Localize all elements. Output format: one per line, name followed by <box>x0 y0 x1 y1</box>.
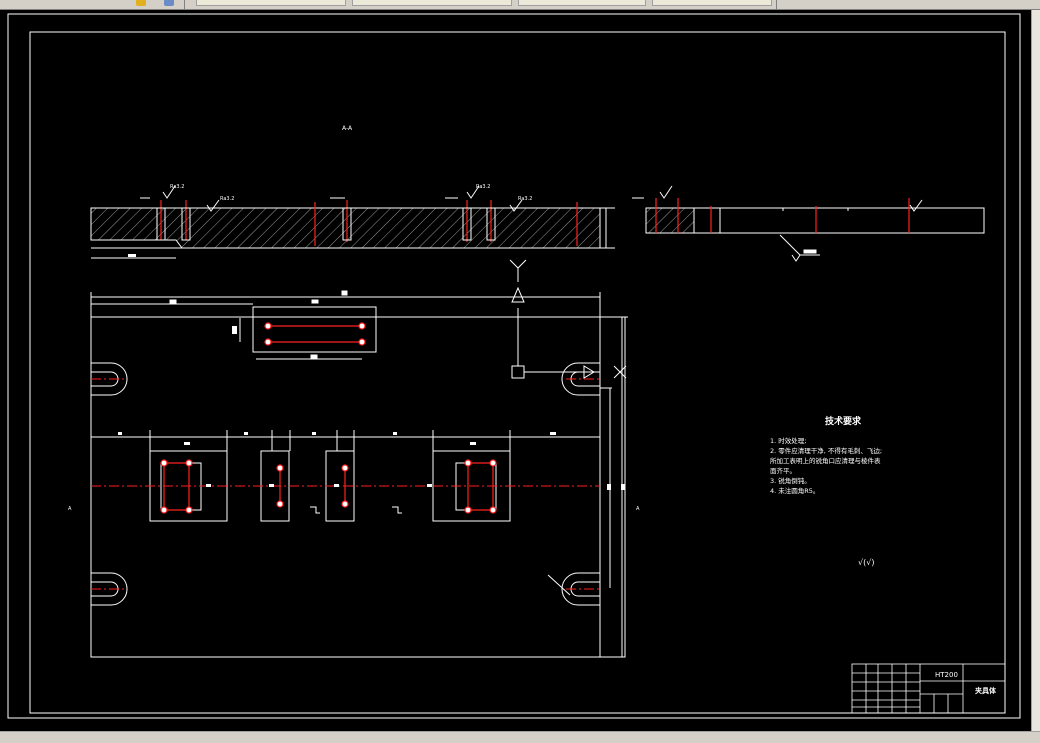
view-label-left: A <box>68 506 72 512</box>
tech-line: 1. 时效处理; <box>770 436 806 445</box>
plotstyle-dropdown[interactable] <box>652 0 772 6</box>
horizontal-scrollbar[interactable] <box>0 731 1040 743</box>
roughness-label: Ra3.2 <box>518 196 532 202</box>
color-dropdown[interactable] <box>352 0 512 6</box>
holes <box>163 325 494 511</box>
roughness-label: Ra3.2 <box>476 184 490 190</box>
view-label-right: A <box>636 506 640 512</box>
drawing-viewport[interactable]: A-A <box>0 10 1031 731</box>
outer-frame <box>7 13 1021 719</box>
cube-icon[interactable] <box>164 0 174 6</box>
tech-line: 3. 锐角倒钝。 <box>770 476 811 485</box>
tech-requirements: 技术要求 1. 时效处理; 2. 零件应清理干净, 不得有毛刺、飞边; 所加工表… <box>770 415 882 567</box>
roughness-label: Ra3.2 <box>170 184 184 190</box>
lineweight-dropdown[interactable] <box>518 0 646 6</box>
side-view <box>632 185 985 262</box>
part-name: 夹具体 <box>975 686 997 695</box>
roughness-symbol: √(√) <box>858 558 874 567</box>
section-label: A-A <box>342 125 353 132</box>
toolbar <box>0 0 1040 10</box>
vertical-scrollbar[interactable] <box>1031 10 1040 731</box>
layer-icon[interactable] <box>136 0 146 6</box>
tech-line: 面齐平。 <box>770 466 796 475</box>
tech-line: 2. 零件应清理干净, 不得有毛刺、飞边; <box>770 446 882 455</box>
cad-drawing: A-A <box>7 13 1021 719</box>
hole-circles <box>160 322 497 514</box>
section-view-main: Ra3.2 Ra3.2 Ra3.2 Ra3.2 <box>90 184 615 282</box>
roughness-label: Ra3.2 <box>220 196 234 202</box>
inner-frame <box>29 31 1006 714</box>
tech-line: 4. 未注圆角R5。 <box>770 486 819 495</box>
dimension-ticks <box>118 326 625 490</box>
title-block <box>851 663 1006 714</box>
tech-title: 技术要求 <box>825 415 862 427</box>
tech-line: 所加工表明上的锐角口应清理与棱件表 <box>770 456 881 465</box>
material-label: HT200 <box>935 671 958 679</box>
linetype-dropdown[interactable] <box>196 0 346 6</box>
